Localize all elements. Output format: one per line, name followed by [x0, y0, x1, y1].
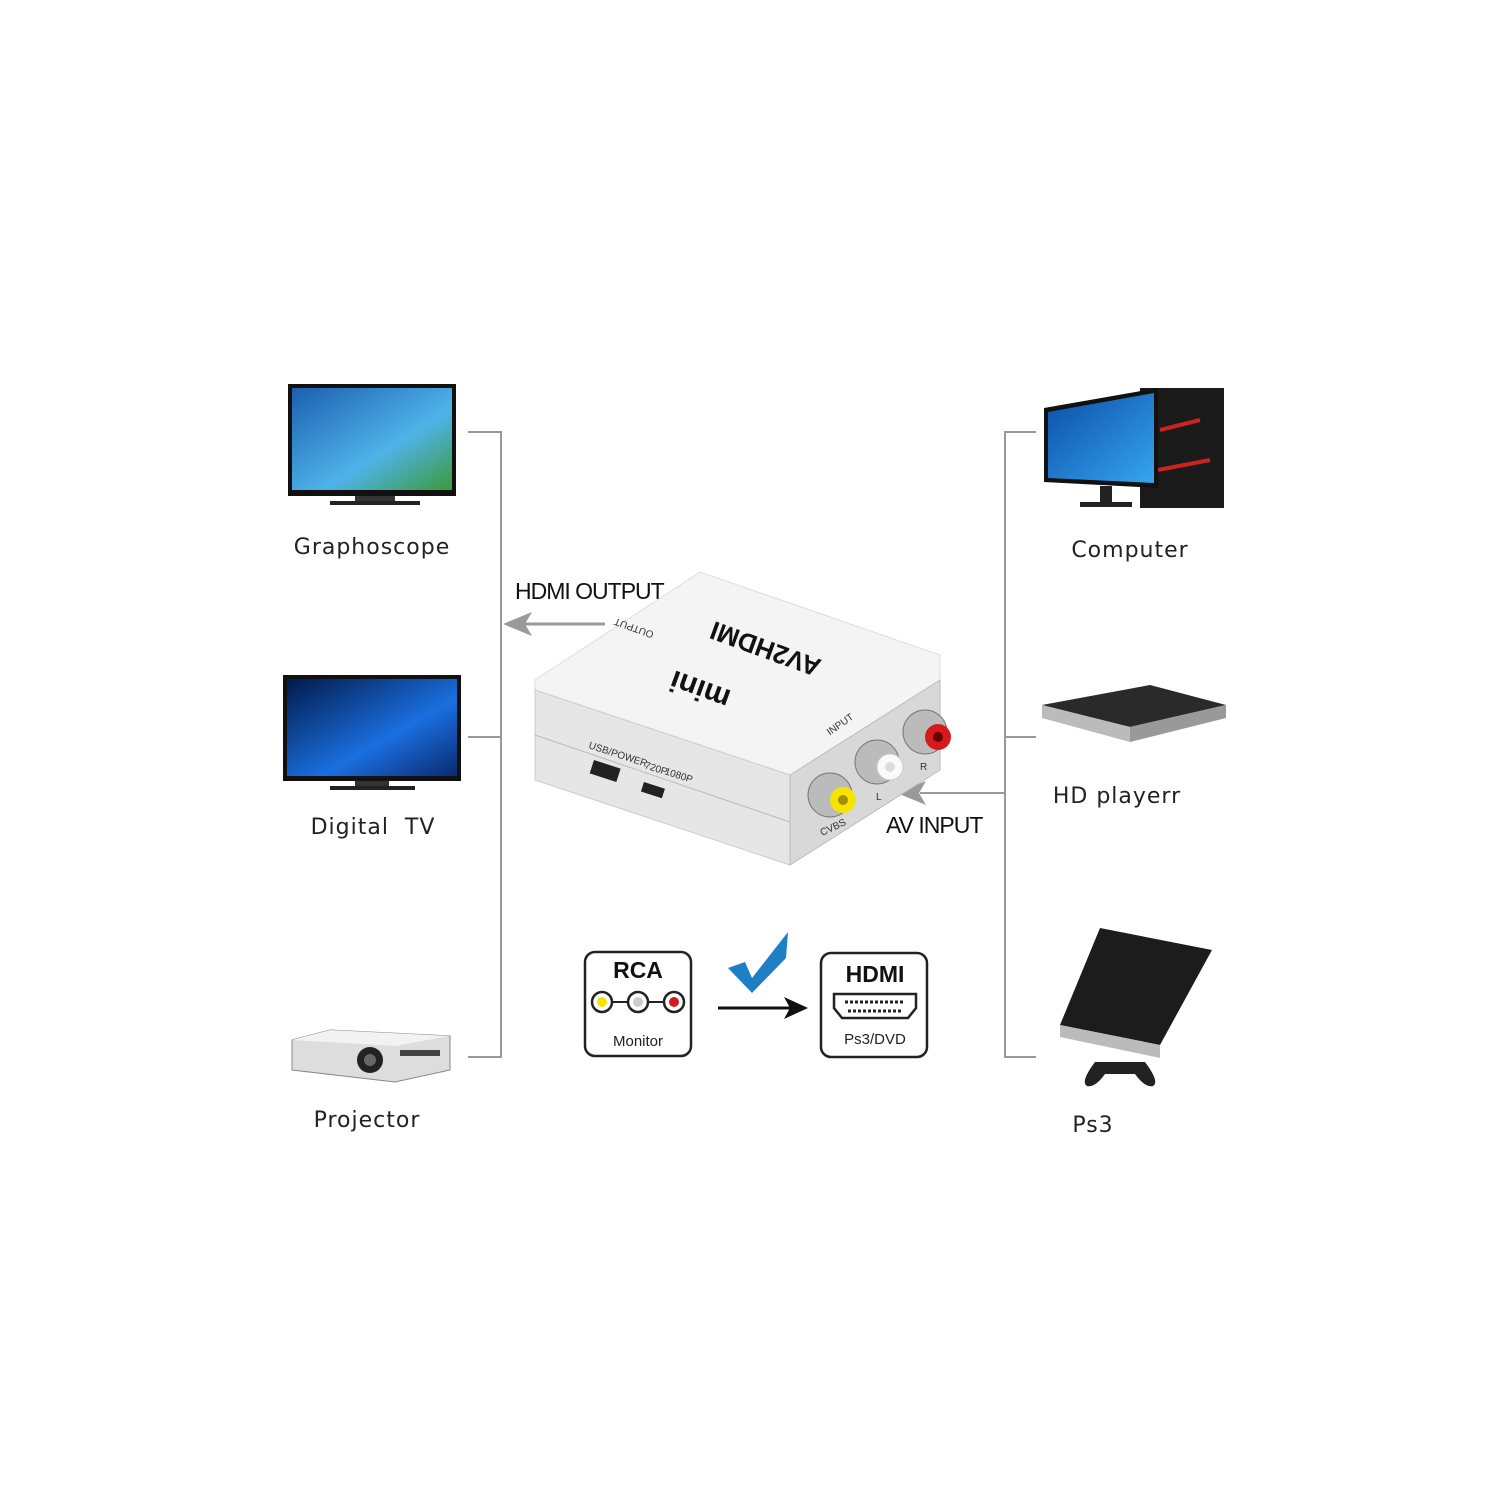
device-label-computer: Computer — [1071, 538, 1188, 563]
right-arrow-icon — [718, 997, 808, 1019]
output-arrow-icon — [503, 612, 605, 636]
game-console-icon — [1060, 928, 1212, 1087]
rca-jack-white — [854, 739, 904, 785]
device-label-ps3: Ps3 — [1072, 1113, 1113, 1138]
jack-r-text: R — [920, 762, 927, 773]
av-input-label: AV INPUT — [886, 812, 983, 838]
graphoscope-tv-icon — [288, 384, 456, 505]
rca-badge: RCA Monitor — [583, 950, 693, 1058]
hdmi-subtitle: Ps3/DVD — [844, 1031, 906, 1048]
device-label-graphoscope: Graphoscope — [294, 535, 450, 560]
hdmi-badge: HDMI Ps3/DVD — [819, 951, 929, 1059]
device-label-projector: Projector — [314, 1108, 421, 1133]
jack-l-text: L — [876, 792, 882, 803]
hdmi-output-label: HDMI OUTPUT — [515, 578, 665, 604]
computer-icon — [1044, 388, 1224, 508]
hdmi-title: HDMI — [846, 961, 905, 987]
rca-subtitle: Monitor — [613, 1033, 663, 1050]
hdmi-port-icon — [832, 992, 918, 1020]
digital-tv-icon — [283, 675, 461, 790]
device-label-hd-player: HD playerr — [1053, 784, 1181, 809]
right-connector-lines — [920, 431, 1036, 1058]
hd-player-icon — [1042, 685, 1226, 742]
rca-jack-yellow — [807, 772, 856, 818]
left-connector-lines — [468, 431, 502, 1058]
input-arrow-icon — [897, 781, 926, 805]
device-label-digital-tv: Digital TV — [311, 815, 436, 840]
av2hdmi-adapter-image: AV2HDMI mini OUTPUT INPUT USB/POWER 720P… — [534, 571, 951, 866]
checkmark-icon — [728, 932, 788, 993]
rca-title: RCA — [613, 957, 663, 983]
rca-jack-red — [902, 709, 951, 755]
projector-icon — [291, 1029, 451, 1083]
